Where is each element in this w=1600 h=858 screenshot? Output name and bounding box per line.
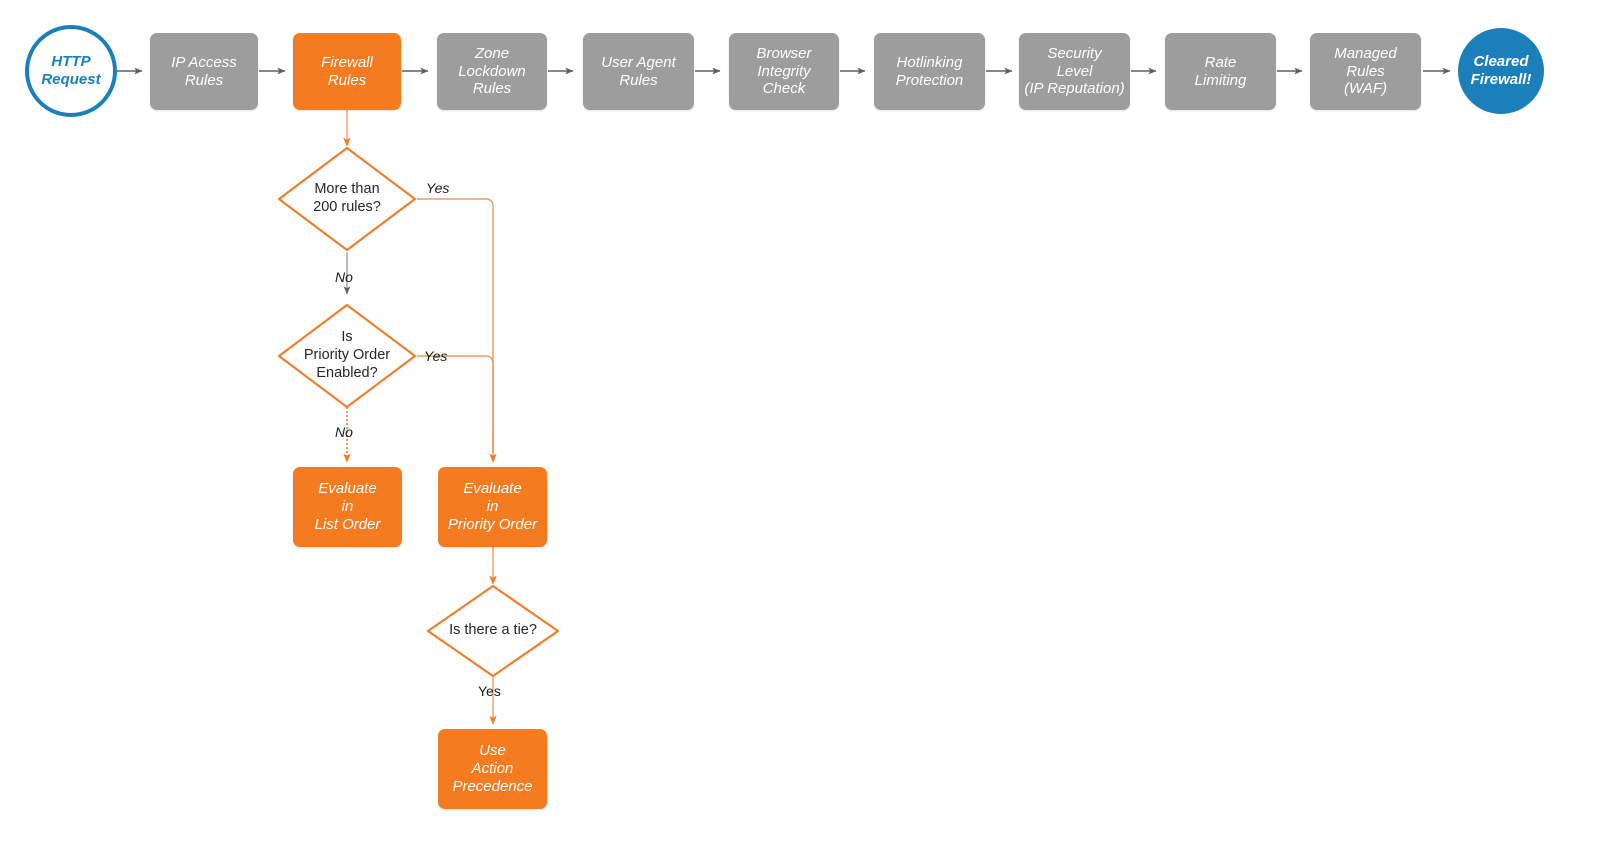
step-security-level[interactable]: Security Level (IP Reputation) xyxy=(1019,33,1130,110)
step-rate-limiting[interactable]: Rate Limiting xyxy=(1165,33,1276,110)
outcome-use-action-precedence[interactable]: Use Action Precedence xyxy=(438,729,547,809)
step-firewall-rules[interactable]: Firewall Rules xyxy=(293,33,401,110)
step-label: IP Access Rules xyxy=(171,53,237,89)
step-user-agent-rules[interactable]: User Agent Rules xyxy=(583,33,694,110)
step-label: Zone Lockdown Rules xyxy=(458,44,526,98)
step-ip-access-rules[interactable]: IP Access Rules xyxy=(150,33,258,110)
decision-more-than-200-rules[interactable]: More than 200 rules? xyxy=(277,146,417,252)
diamond-shape xyxy=(277,146,417,252)
step-label: Security Level (IP Reputation) xyxy=(1024,44,1125,98)
step-zone-lockdown-rules[interactable]: Zone Lockdown Rules xyxy=(437,33,547,110)
edge-label-yes-priority-order: Yes xyxy=(424,348,448,364)
edge-label-no-200-rules: No xyxy=(335,269,353,285)
outcome-evaluate-in-list-order[interactable]: Evaluate in List Order xyxy=(293,467,402,547)
edge-label-yes-200-rules: Yes xyxy=(426,180,450,196)
outcome-evaluate-in-priority-order[interactable]: Evaluate in Priority Order xyxy=(438,467,547,547)
edge-label-yes-tie: Yes xyxy=(478,683,501,699)
decision-is-priority-order-enabled[interactable]: Is Priority Order Enabled? xyxy=(277,303,417,409)
outcome-label: Evaluate in Priority Order xyxy=(447,480,538,533)
end-node-label: Cleared Firewall! xyxy=(1470,53,1532,88)
outcome-label: Evaluate in List Order xyxy=(314,480,381,533)
step-label: User Agent Rules xyxy=(601,53,676,89)
step-label: Hotlinking Protection xyxy=(895,53,964,89)
diamond-shape xyxy=(426,584,560,678)
end-node-cleared-firewall[interactable]: Cleared Firewall! xyxy=(1458,28,1544,114)
decision-is-there-a-tie[interactable]: Is there a tie? xyxy=(426,584,560,678)
step-label: Managed Rules (WAF) xyxy=(1334,44,1397,98)
diamond-shape xyxy=(277,303,417,409)
step-hotlinking-protection[interactable]: Hotlinking Protection xyxy=(874,33,985,110)
step-label: Browser Integrity Check xyxy=(756,44,812,98)
step-label: Firewall Rules xyxy=(321,53,373,89)
start-node-label: HTTP Request xyxy=(41,53,101,88)
step-label: Rate Limiting xyxy=(1194,53,1247,89)
step-browser-integrity-check[interactable]: Browser Integrity Check xyxy=(729,33,839,110)
step-managed-rules-waf[interactable]: Managed Rules (WAF) xyxy=(1310,33,1421,110)
edge-label-no-priority-order: No xyxy=(335,424,353,440)
start-node-http-request[interactable]: HTTP Request xyxy=(25,25,117,117)
outcome-label: Use Action Precedence xyxy=(452,742,533,795)
